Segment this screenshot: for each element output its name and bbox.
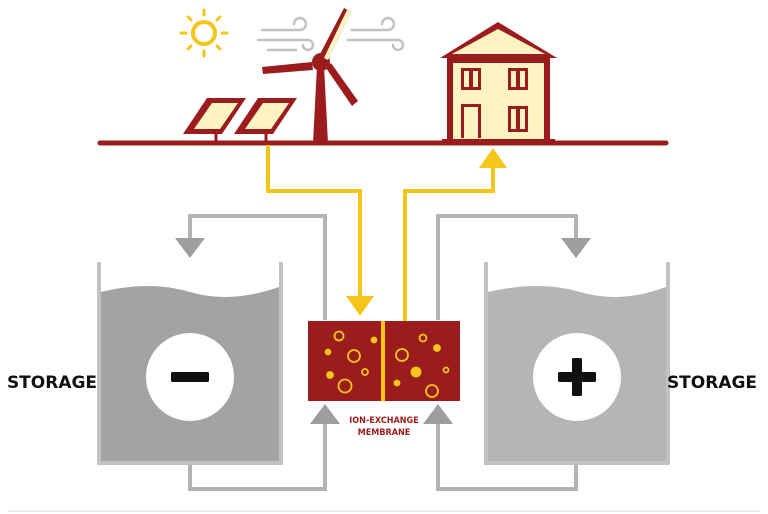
solar-panel-icon xyxy=(183,98,297,143)
house-icon xyxy=(440,22,557,143)
left-circulation-loop xyxy=(188,214,327,491)
wind-turbine-icon xyxy=(262,8,358,143)
left-tank-inflow-arrow xyxy=(175,238,205,258)
left-cell-inflow-arrow xyxy=(310,404,340,424)
storage-label-left: STORAGE xyxy=(7,373,97,393)
negative-storage-tank xyxy=(97,262,283,465)
ion-bubbles xyxy=(324,330,450,398)
sun-icon xyxy=(179,8,229,58)
membrane-label-line2: MEMBRANE xyxy=(358,428,411,438)
storage-label-right: STORAGE xyxy=(667,373,757,393)
minus-icon xyxy=(171,372,209,382)
positive-storage-tank xyxy=(484,262,670,465)
electrochemical-cell xyxy=(308,321,460,401)
plus-icon-v xyxy=(572,358,582,396)
right-tank-inflow-arrow xyxy=(561,238,591,258)
wind-icon xyxy=(256,16,405,52)
right-cell-inflow-arrow xyxy=(423,404,453,424)
power-lines xyxy=(266,145,495,322)
power-out-arrow xyxy=(479,148,507,168)
right-circulation-loop xyxy=(436,214,578,491)
power-in-arrow xyxy=(346,296,374,316)
ion-exchange-membrane xyxy=(381,321,385,401)
membrane-label-line1: ION-EXCHANGE xyxy=(349,416,418,426)
